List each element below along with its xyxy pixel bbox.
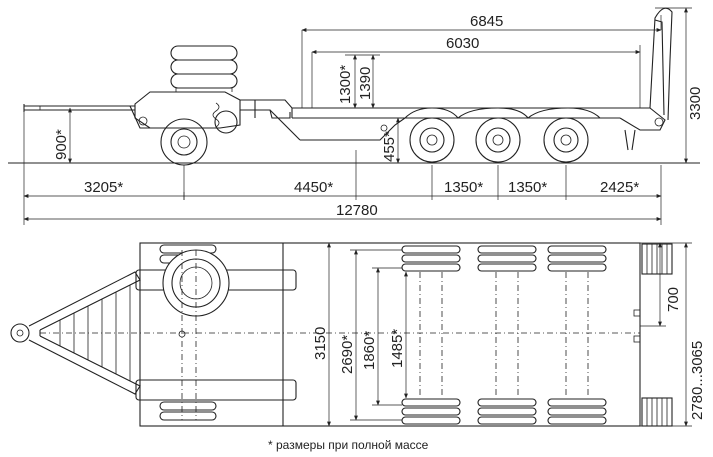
dim-height-total: 3300	[687, 87, 704, 120]
side-vertical-dims	[68, 7, 692, 164]
deck-frame	[240, 99, 640, 141]
dim-overall-width: 3150	[312, 327, 329, 360]
dim-seg-front: 3205*	[84, 179, 123, 196]
footnote: * размеры при полной массе	[268, 438, 429, 452]
rear-ramp	[619, 7, 673, 151]
dim-seg-wheelbase: 4450*	[294, 179, 333, 196]
top-view: 3150 2690* 1860* 1485* 700 2780...3065	[10, 242, 706, 427]
axle-1-top	[401, 245, 461, 425]
dim-lower-deck: 6030	[446, 35, 479, 52]
dim-deck-height: 455*	[381, 131, 398, 162]
dim-overall-length: 12780	[336, 202, 378, 219]
side-top-dims	[301, 15, 662, 108]
dim-ramp-spread: 2780...3065	[689, 341, 706, 420]
dim-gooseneck-height: 1300*	[337, 65, 354, 104]
dim-track-middle: 1860*	[361, 331, 378, 370]
dim-axle-spacing-2: 1350*	[508, 179, 547, 196]
dim-track-outer: 2690*	[339, 335, 356, 374]
dim-axle-spacing-1: 1350*	[444, 179, 483, 196]
axle-3-top	[547, 245, 607, 425]
side-bottom-dims	[23, 112, 662, 225]
side-view: 6845 6030 1300* 1390 900* 455* 3300 3205…	[8, 7, 704, 225]
dim-seg-rear: 2425*	[600, 179, 639, 196]
deck-outline	[139, 242, 641, 427]
dim-overall-deck: 6845	[470, 13, 503, 30]
rear-axles	[409, 117, 589, 163]
top-vertical-dims	[327, 242, 692, 427]
dim-gooseneck-height-2: 1390	[357, 67, 374, 100]
dim-track-inner: 1485*	[389, 329, 406, 368]
axle-2-top	[477, 245, 537, 425]
front-axle-top	[40, 244, 640, 421]
front-dolly	[129, 91, 241, 166]
drawbar	[23, 104, 135, 112]
rear-wheel-groups	[401, 245, 607, 425]
dim-ramp-width: 700	[665, 287, 682, 312]
dim-hitch-height: 900*	[53, 129, 70, 160]
spare-wheels	[170, 45, 238, 92]
